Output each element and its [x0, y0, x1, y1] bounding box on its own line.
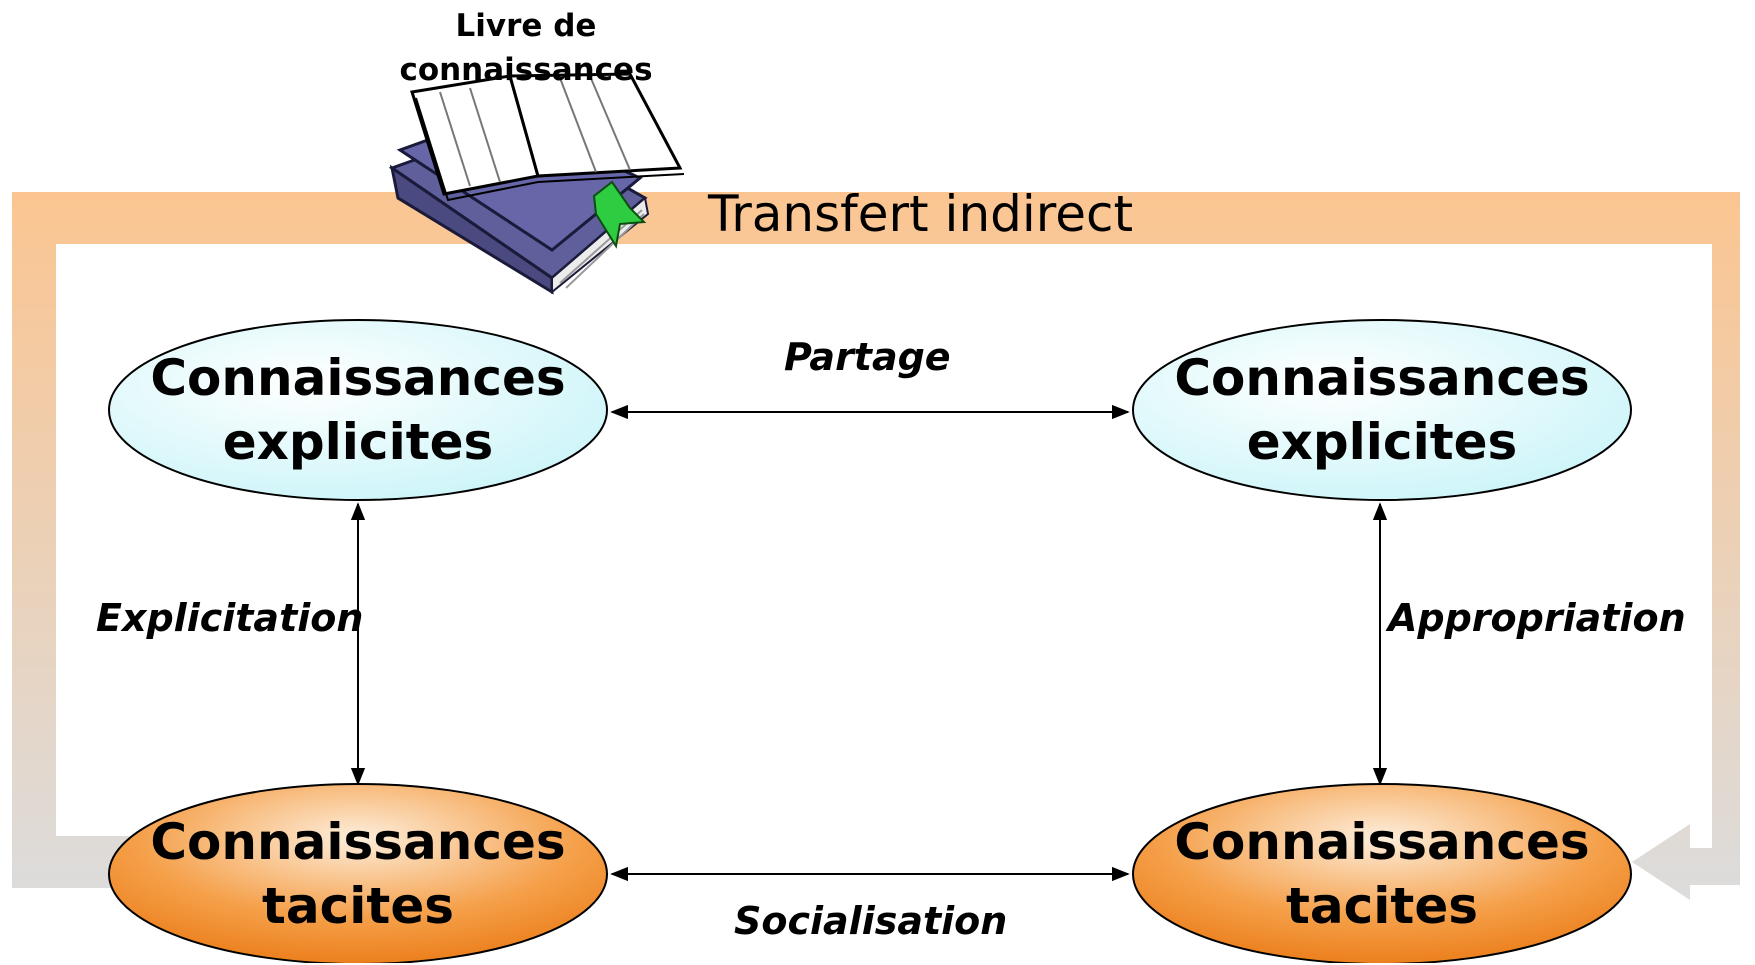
node-explicit-left: Connaissances explicites: [108, 319, 608, 501]
tacit-left-ellipse: [108, 783, 608, 963]
label-sharing: Partage: [784, 335, 951, 379]
node-tacit-left-line2: tacites: [262, 877, 454, 935]
node-tacit-right: Connaissances tacites: [1132, 783, 1632, 965]
book-title: Livre de connaissances: [396, 4, 656, 92]
label-appropriation: Appropriation: [1388, 596, 1686, 640]
node-explicit-right: Connaissances explicites: [1132, 319, 1632, 501]
node-tacit-left-line1: Connaissances: [150, 813, 566, 871]
node-tacit-right-line1: Connaissances: [1174, 813, 1590, 871]
transfer-band-label: Transfert indirect: [708, 185, 1134, 243]
explicit-right-ellipse: [1132, 319, 1632, 501]
label-socialisation: Socialisation: [734, 899, 1008, 943]
tacit-right-ellipse: [1132, 783, 1632, 963]
node-tacit-right-line2: tacites: [1286, 877, 1478, 935]
label-explicitation: Explicitation: [96, 596, 364, 640]
node-explicit-right-line1: Connaissances: [1174, 349, 1590, 407]
node-explicit-left-line2: explicites: [222, 413, 494, 471]
node-explicit-left-line1: Connaissances: [150, 349, 566, 407]
node-explicit-right-line2: explicites: [1246, 413, 1518, 471]
explicit-left-ellipse: [108, 319, 608, 501]
book-title-line2: connaissances: [399, 52, 653, 88]
book-icon: [388, 72, 685, 295]
node-tacit-left: Connaissances tacites: [108, 783, 608, 965]
book-title-line1: Livre de: [455, 8, 597, 44]
